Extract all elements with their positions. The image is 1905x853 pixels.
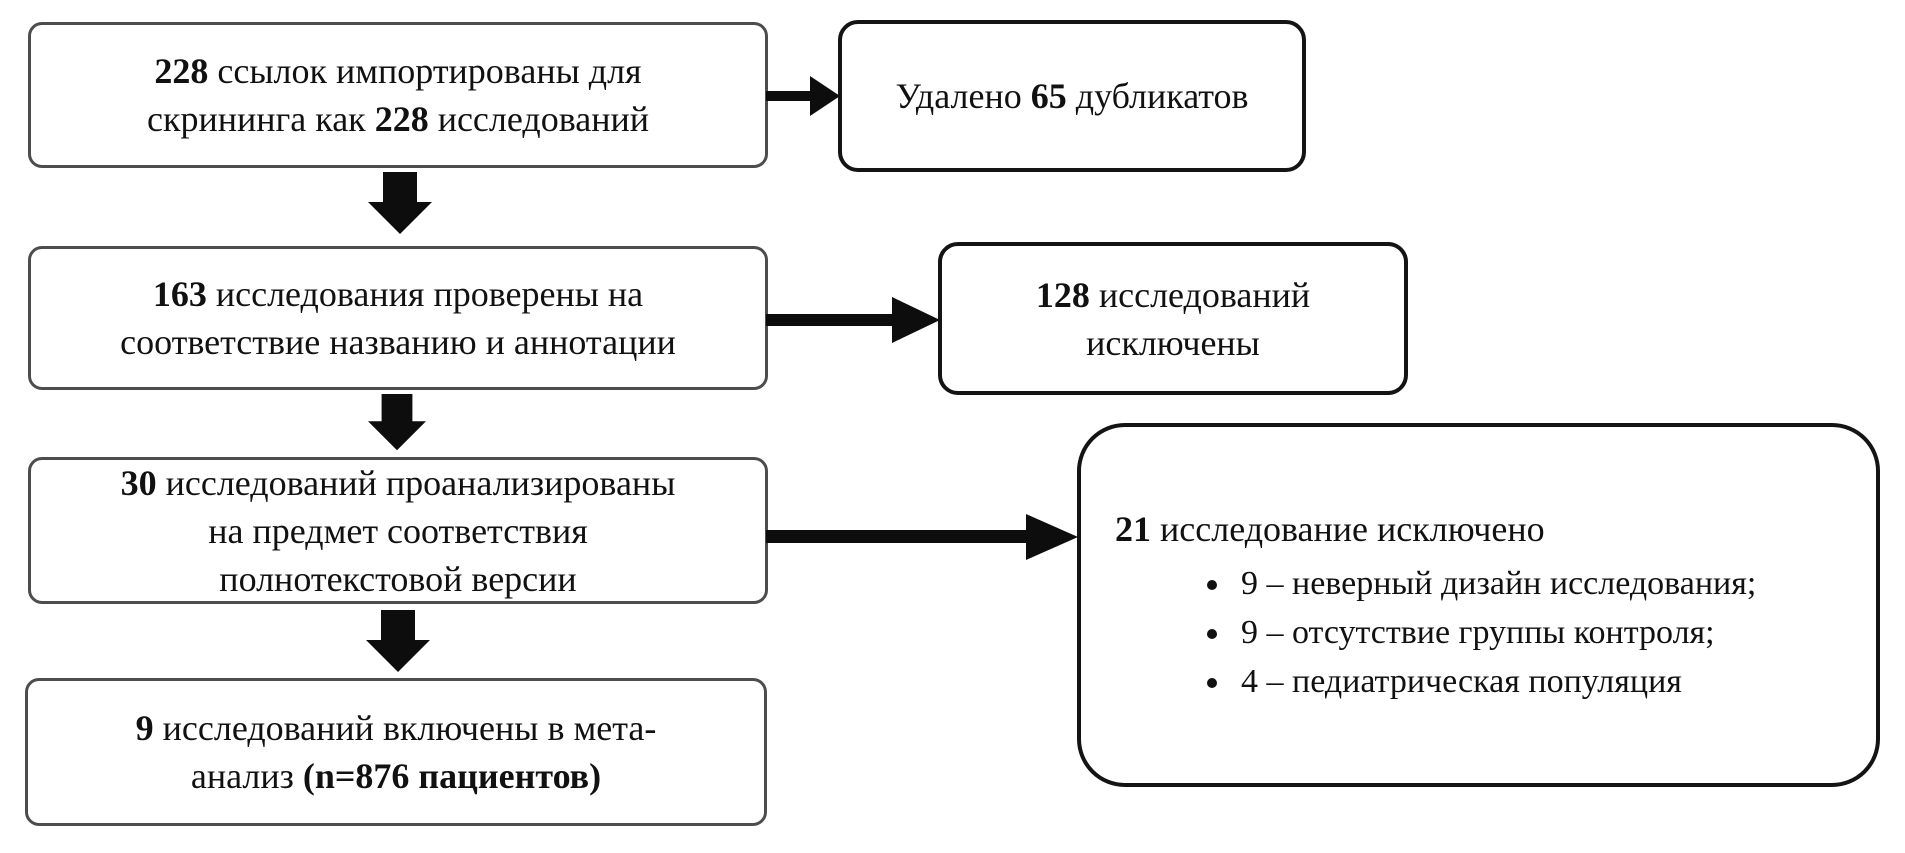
arrow-down-icon — [366, 610, 430, 674]
bullet-item: 9 – неверный дизайн исследования; — [1233, 559, 1756, 608]
text-line: Удалено 65 дубликатов — [895, 76, 1249, 116]
bullet-item: 9 – отсутствие группы контроля; — [1233, 608, 1756, 657]
bullet-item: 4 – педиатрическая популяция — [1233, 657, 1756, 706]
text-line: скрининга как 228 исследований — [146, 99, 649, 139]
box-excluded-title-abstract: 128 исследований исключены — [938, 242, 1408, 395]
text-line: 228 ссылок импортированы для — [154, 51, 642, 91]
arrow-right-icon — [766, 74, 840, 118]
text-line: на предмет соответствия — [208, 510, 588, 551]
excluded-fulltext-heading: 21 исследование исключено — [1115, 505, 1545, 553]
box-references-imported: 228 ссылок импортированы для скрининга ка… — [28, 22, 768, 168]
box-included-meta-analysis: 9 исследований включены в мета-анализ (n… — [25, 678, 767, 826]
text-line: исключены — [1086, 322, 1260, 363]
text-line: анализ (n=876 пациентов) — [190, 756, 602, 796]
arrow-down-icon — [366, 394, 428, 452]
text-line: 128 исследований — [1035, 274, 1311, 315]
text-line: полнотекстовой версии — [219, 558, 577, 599]
exclusion-reasons-list: 9 – неверный дизайн исследования;9 – отс… — [1115, 559, 1756, 706]
box-fulltext-assessed: 30 исследований проанализированы на предм… — [28, 457, 768, 604]
text-line: соответствие названию и аннотации — [120, 322, 676, 362]
text-line: 163 исследования проверены на — [152, 274, 644, 314]
box-title-abstract-screened: 163 исследования проверены на соответстви… — [28, 246, 768, 390]
arrow-right-icon — [766, 296, 940, 344]
box-excluded-fulltext: 21 исследование исключено 9 – неверный д… — [1077, 423, 1880, 787]
text-line: 21 исследование исключено — [1115, 508, 1545, 549]
text-line: 9 исследований включены в мета- — [135, 708, 657, 748]
arrow-down-icon — [368, 172, 432, 236]
arrow-right-icon — [766, 512, 1078, 562]
text-line: 30 исследований проанализированы — [120, 462, 676, 503]
box-duplicates-removed: Удалено 65 дубликатов — [838, 20, 1306, 172]
